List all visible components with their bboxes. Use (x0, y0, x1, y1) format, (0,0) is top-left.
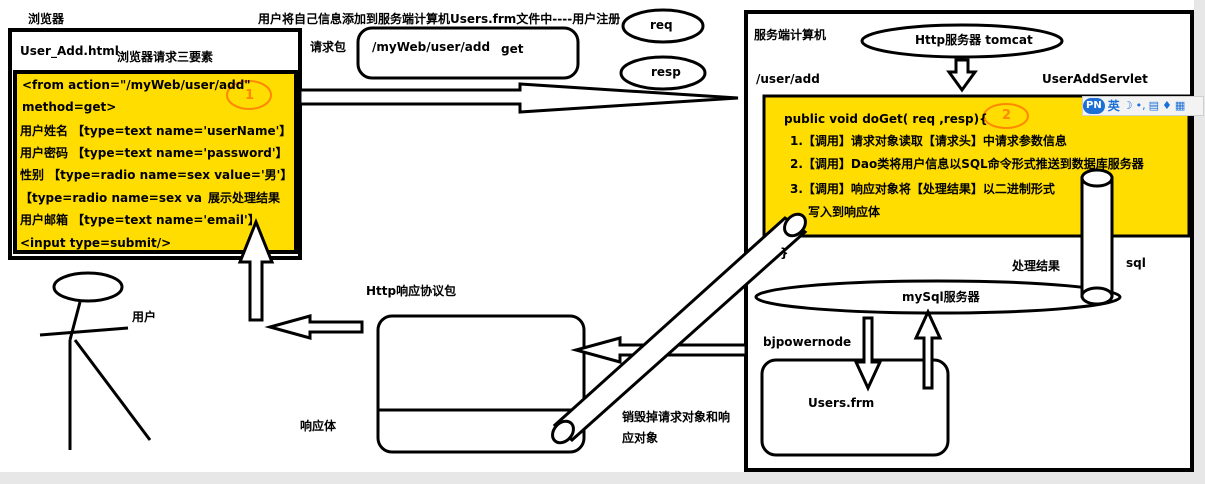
form-line-2: method=get> (22, 100, 117, 114)
destroy-label-2: 应对象 (622, 431, 659, 445)
user-figure (39, 301, 152, 450)
punctuation-icon[interactable]: •, (1135, 99, 1146, 112)
resp-ellipse (619, 55, 707, 91)
mysql-down-arrow (853, 316, 883, 392)
destroy-label-1: 销毁掉请求对象和响 (622, 410, 731, 424)
servlet-step-3: 3.【调用】响应对象将【处理结果】以二进制形式 (790, 182, 1055, 196)
response-packet-box (376, 314, 586, 454)
user-head (52, 271, 124, 303)
response-body-label: 响应体 (300, 419, 337, 433)
browser-label: 浏览器 (28, 12, 65, 26)
form-line-8: <input type=submit/> (20, 236, 172, 250)
annotation-circle-2 (983, 103, 1029, 129)
response-packet-label: Http响应协议包 (366, 284, 457, 298)
server-label: 服务端计算机 (754, 28, 827, 42)
annotation-number-1: 1 (245, 88, 255, 103)
tomcat-ellipse (860, 23, 1064, 59)
tomcat-down-arrow (946, 58, 978, 93)
form-line-4: 用户密码 【type=text name='password'】 (20, 146, 288, 160)
servlet-step-2: 2.【调用】Dao类将用户信息以SQL命令形式推送到数据库服务器 (790, 157, 1144, 171)
right-scroll-track (1194, 0, 1205, 472)
mysql-up-arrow (913, 308, 943, 390)
response-tube-end-top (783, 212, 807, 238)
form-line-1: <from action="/myWeb/user/add" (22, 78, 251, 92)
tomcat-label: Http服务器 tomcat (915, 33, 1033, 47)
resp-label: resp (651, 65, 681, 79)
three-elements-label: 浏览器请求三要素 (117, 50, 214, 64)
form-line-3: 用户姓名 【type=text name='userName'】 (20, 124, 292, 138)
req-ellipse (621, 8, 705, 44)
moon-icon[interactable]: ☽ (1122, 99, 1133, 112)
servlet-step-3b: 写入到响应体 (808, 205, 881, 219)
form-line-7: 用户邮箱 【type=text name='email'】 (20, 213, 260, 227)
servlet-path: /user/add (756, 72, 820, 86)
annotation-number-2: 2 (1002, 108, 1012, 123)
request-packet-label: 请求包 (310, 40, 347, 54)
bjpowernode-label: bjpowernode (763, 335, 852, 349)
bottom-scroll-track (0, 472, 1205, 484)
form-highlight-box (13, 70, 298, 254)
users-frm-box (760, 358, 950, 457)
diagram-title: 用户将自己信息添加到服务端计算机Users.frm文件中----用户注册 (258, 12, 621, 26)
ime-logo-icon[interactable]: PN (1083, 98, 1105, 114)
return-arrow (264, 314, 364, 340)
request-method: get (501, 42, 524, 56)
mysql-ellipse (754, 279, 1122, 315)
servlet-signature: public void doGet( req ,resp){ (784, 112, 988, 126)
req-label: req (650, 18, 673, 32)
show-result-label: 展示处理结果 (208, 191, 281, 205)
sql-cylinder-top (1080, 168, 1114, 188)
sql-cylinder-bottom (1080, 286, 1114, 306)
form-line-5: 性别 【type=radio name=sex value='男'】 (20, 168, 293, 182)
sql-cylinder-body (1080, 176, 1114, 298)
request-url: /myWeb/user/add (372, 40, 491, 54)
request-packet-box (356, 26, 580, 80)
servlet-highlight-box (762, 94, 1191, 238)
keyboard-icon[interactable]: ▤ (1148, 99, 1159, 112)
request-arrow (298, 82, 739, 114)
sql-label: sql (1126, 256, 1146, 270)
grid-icon[interactable]: ▦ (1174, 99, 1186, 112)
browser-up-arrow (237, 217, 275, 322)
servlet-closing: } (780, 246, 789, 260)
ime-toolbar[interactable]: PN 英 ☽ •, ▤ ♦ ▦ (1082, 96, 1204, 116)
users-frm-label: Users.frm (808, 396, 875, 410)
form-line-6: 【type=radio name=sex va (20, 191, 202, 205)
mysql-label: mySql服务器 (902, 290, 980, 304)
response-tube-end-bottom (551, 419, 575, 445)
annotation-circle-1 (226, 80, 272, 110)
process-result-label: 处理结果 (1012, 259, 1061, 273)
servlet-name: UserAddServlet (1042, 72, 1148, 86)
ime-language-toggle[interactable]: 英 (1107, 99, 1120, 113)
user-add-html-label: User_Add.html (20, 44, 119, 58)
user-label: 用户 (132, 310, 157, 324)
skin-icon[interactable]: ♦ (1162, 99, 1172, 112)
servlet-step-1: 1.【调用】请求对象读取【请求头】中请求参数信息 (790, 134, 1067, 148)
